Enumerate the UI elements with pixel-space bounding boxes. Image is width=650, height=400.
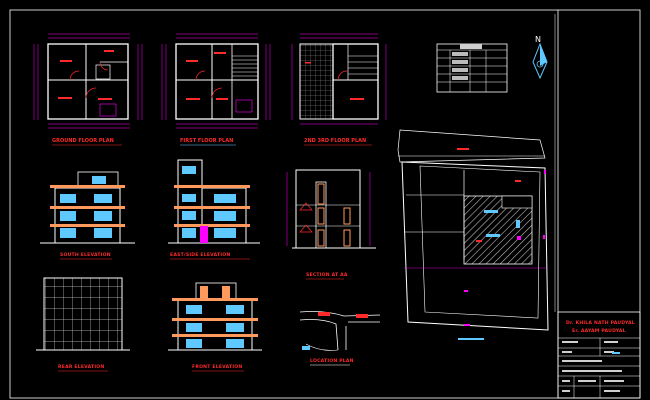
ground-floor-title: GROUND FLOOR PLAN [52, 138, 114, 144]
owner-name-1: Dr. KHILA NATH PAUDYAL [566, 320, 635, 326]
rear-elevation-title: REAR ELEVATION [58, 364, 104, 370]
sheet-border [9, 9, 641, 399]
front-elevation-title: FRONT ELEVATION [192, 364, 242, 370]
first-floor-plan: FIRST FLOOR PLAN [161, 33, 271, 146]
north-arrow-icon: N [532, 35, 548, 80]
south-elevation: SOUTH ELEVATION [40, 171, 135, 260]
location-plan-title: LOCATION PLAN [310, 358, 354, 364]
second-floor-plan: 2ND 3RD FLOOR PLAN [291, 33, 387, 146]
site-plan [397, 129, 549, 340]
location-plan: LOCATION PLAN [299, 311, 381, 366]
second-floor-title: 2ND 3RD FLOOR PLAN [304, 138, 366, 144]
side-elevation-title: EAST/SIDE ELEVATION [170, 252, 230, 258]
section-title: SECTION AT AA [306, 272, 348, 278]
section-aa: SECTION AT AA [286, 169, 376, 280]
front-elevation: FRONT ELEVATION [168, 282, 262, 372]
first-floor-title: FIRST FLOOR PLAN [180, 138, 233, 144]
owner-name-2: Er. AAYAM PAUDYAL [572, 328, 626, 334]
ground-floor-plan: GROUND FLOOR PLAN [33, 33, 143, 146]
door-window-schedule [436, 43, 508, 93]
svg-text:N: N [535, 35, 541, 44]
side-elevation: EAST/SIDE ELEVATION [168, 159, 260, 260]
title-block: Dr. KHILA NATH PAUDYAL Er. AAYAM PAUDYAL [557, 311, 641, 399]
south-elevation-title: SOUTH ELEVATION [60, 252, 111, 258]
rear-elevation: REAR ELEVATION [36, 277, 130, 372]
